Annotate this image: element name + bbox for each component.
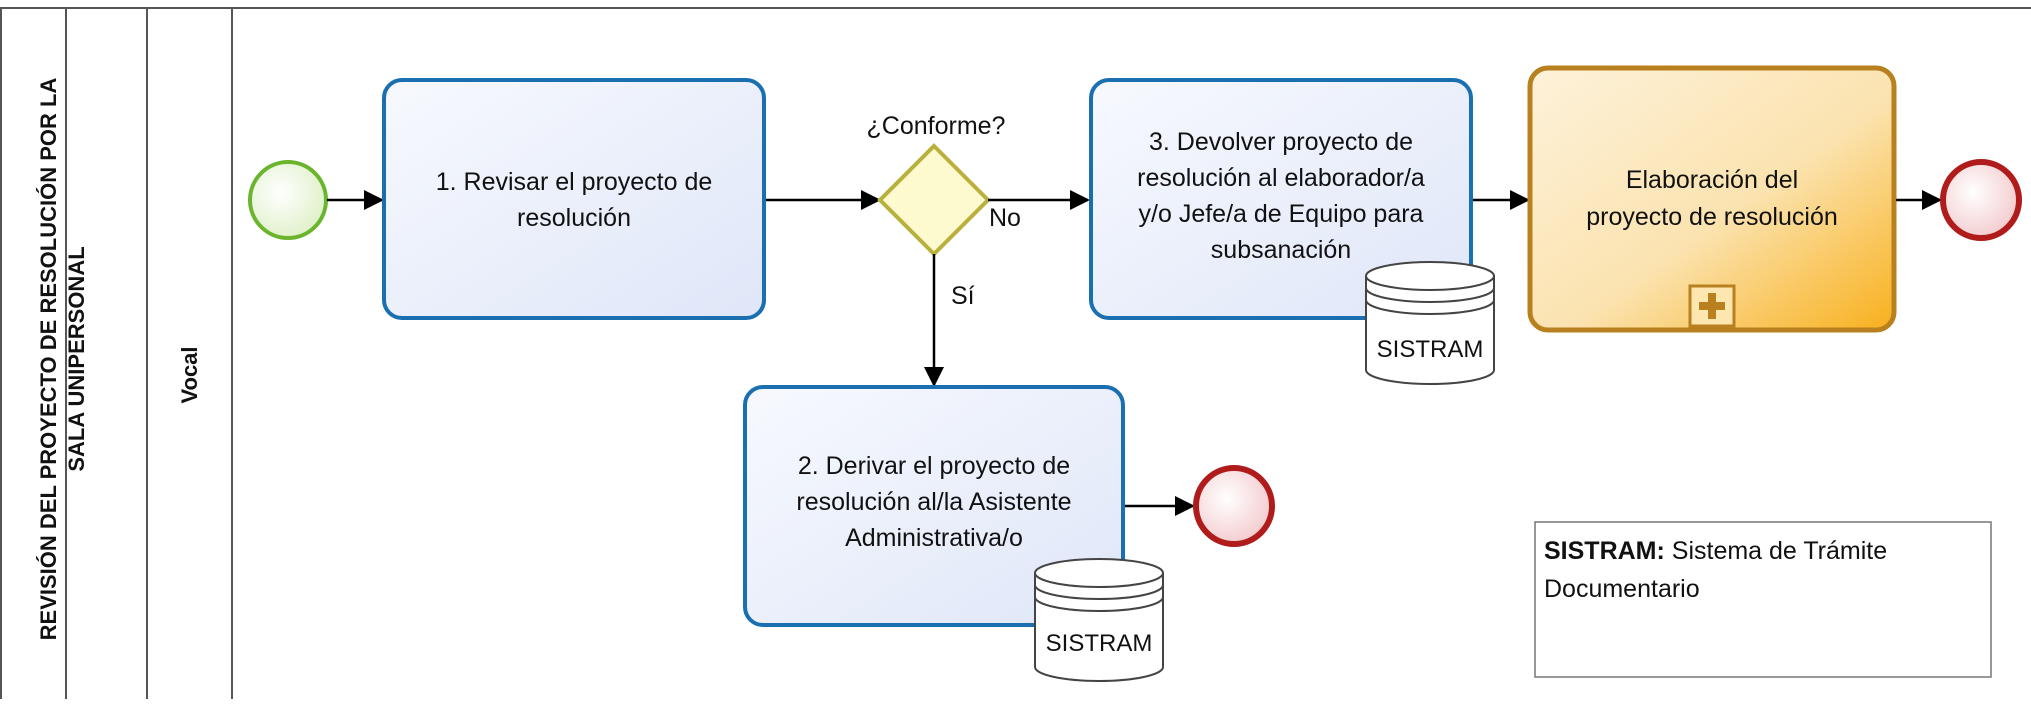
gateway-no-label: No: [989, 204, 1021, 232]
legend-definition-line1: Sistema de Trámite: [1665, 537, 1887, 565]
datastore-2-label: SISTRAM: [1046, 630, 1153, 657]
task-1-revisar[interactable]: 1. Revisar el proyecto de resolución: [382, 78, 766, 320]
subprocess-line1: Elaboración del: [1626, 166, 1798, 194]
task-3-line1: 3. Devolver proyecto de: [1149, 128, 1413, 156]
legend-term: SISTRAM: [1544, 537, 1657, 565]
end-event-2[interactable]: [1193, 465, 1275, 547]
datastore-sistram-2[interactable]: SISTRAM: [1034, 558, 1164, 682]
gateway-yes-label: Sí: [951, 282, 975, 310]
end-event-1[interactable]: [1940, 159, 2022, 241]
datastore-sistram-1[interactable]: SISTRAM: [1365, 261, 1495, 385]
task-3-line3: y/o Jefe/a de Equipo para: [1139, 200, 1424, 228]
lane-title: Vocal: [177, 346, 202, 403]
task-3-devolver[interactable]: 3. Devolver proyecto de resolución al el…: [1089, 78, 1473, 320]
task-1-line1: 1. Revisar el proyecto de: [436, 168, 713, 196]
legend-line1: SISTRAM: Sistema de Trámite: [1544, 537, 1887, 565]
pool: [0, 7, 2031, 704]
pool-title-line1: REVISIÓN DEL PROYECTO DE RESOLUCIÓN POR …: [36, 78, 61, 641]
task-3-line4: subsanación: [1211, 236, 1351, 264]
datastore-1-label: SISTRAM: [1377, 336, 1484, 363]
task-2-derivar[interactable]: 2. Derivar el proyecto de resolución al/…: [743, 385, 1125, 627]
gateway-question: ¿Conforme?: [867, 112, 1006, 140]
gateway-conforme[interactable]: [877, 143, 991, 257]
legend-separator: :: [1657, 537, 1665, 565]
legend-box: SISTRAM: Sistema de Trámite Documentario: [1534, 521, 1992, 678]
legend-definition-line2: Documentario: [1544, 575, 1700, 603]
expand-icon[interactable]: [1688, 284, 1736, 328]
start-event[interactable]: [248, 160, 328, 240]
task-2-line1: 2. Derivar el proyecto de: [798, 452, 1070, 480]
task-3-line2: resolución al elaborador/a: [1137, 164, 1425, 192]
subprocess-elaboracion[interactable]: Elaboración del proyecto de resolución: [1527, 65, 1897, 333]
task-2-line3: Administrativa/o: [845, 524, 1023, 552]
task-1-line2: resolución: [517, 204, 631, 232]
task-2-line2: resolución al/la Asistente: [796, 488, 1071, 516]
subprocess-line2: proyecto de resolución: [1586, 203, 1838, 231]
pool-title-line2: SALA UNIPERSONAL: [64, 246, 89, 471]
